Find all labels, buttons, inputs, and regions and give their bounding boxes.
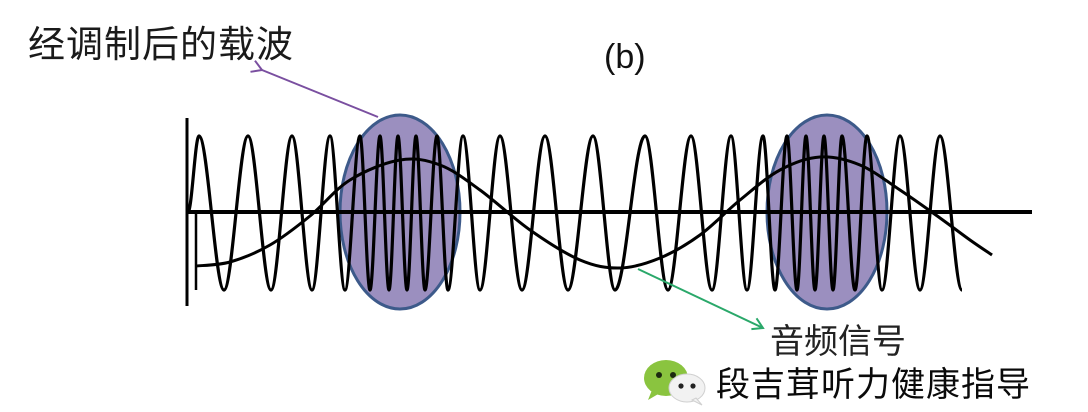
watermark-text: 段吉茸听力健康指导	[716, 364, 1031, 405]
carrier-wave	[186, 134, 964, 292]
wechat-bubbles-icon	[644, 360, 706, 406]
audio-arrow	[637, 268, 765, 331]
panel-label: (b)	[604, 38, 646, 76]
audio-signal-label: 音频信号	[770, 322, 906, 362]
annotation-arrows	[250, 60, 765, 331]
watermark: 段吉茸听力健康指导	[640, 356, 1031, 406]
carrier-arrow	[250, 60, 379, 118]
modulated-carrier-label: 经调制后的载波	[28, 23, 294, 66]
audio-signal-wave	[195, 155, 993, 270]
